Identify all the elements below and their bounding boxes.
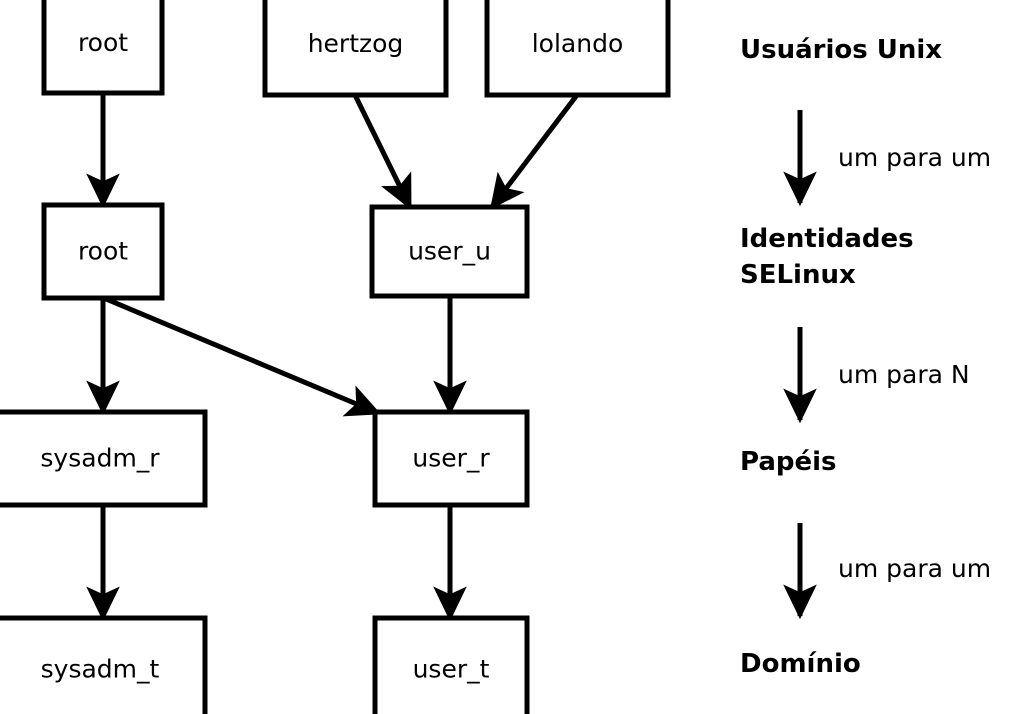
- edge-arrow: [105, 296, 382, 417]
- node-label: hertzog: [308, 29, 404, 58]
- edges-layer: [86, 93, 579, 622]
- legend-relation-rel-one-to-one-bottom: um para um: [783, 523, 991, 620]
- legend-level-label: Domínio: [740, 649, 861, 679]
- legend-relation-rel-one-to-n: um para N: [783, 327, 970, 424]
- node-box: [262, 0, 449, 98]
- node-unix_root[interactable]: root: [41, 0, 165, 96]
- node-label: lolando: [532, 29, 624, 58]
- node-box: [372, 615, 530, 714]
- node-label: sysadm_r: [40, 444, 160, 473]
- legend-level-label: SELinux: [740, 260, 856, 290]
- node-box: [41, 202, 165, 301]
- node-user_t[interactable]: user_t: [372, 615, 530, 714]
- legend-level-label: Usuários Unix: [740, 35, 942, 65]
- node-box: [484, 0, 671, 98]
- edge-arrow: [490, 93, 579, 210]
- node-box: [372, 409, 530, 508]
- legend-level-level-unix-users: Usuários Unix: [740, 35, 942, 65]
- node-user_u[interactable]: user_u: [369, 204, 530, 299]
- edge-arrow: [352, 93, 413, 210]
- node-box: [0, 615, 208, 714]
- legend-relation-rel-one-to-one-top: um para um: [783, 110, 991, 207]
- node-label: user_r: [412, 444, 490, 473]
- node-hertzog[interactable]: hertzog: [262, 0, 449, 98]
- legend-relation-label: um para um: [838, 143, 991, 172]
- node-box: [0, 409, 208, 508]
- node-label: root: [78, 28, 128, 57]
- legend-layer: um para um um para N um para um Usuários Un…: [740, 35, 991, 679]
- node-label: root: [78, 237, 128, 266]
- node-sysadm_t[interactable]: sysadm_t: [0, 615, 208, 714]
- legend-level-level-roles: Papéis: [740, 447, 837, 477]
- legend-level-label: Papéis: [740, 447, 837, 477]
- node-label: user_t: [413, 655, 490, 684]
- node-label: user_u: [408, 237, 491, 266]
- node-sel_root[interactable]: root: [41, 202, 165, 301]
- node-box: [369, 204, 530, 299]
- legend-relation-label: um para N: [838, 360, 970, 389]
- node-label: sysadm_t: [41, 655, 160, 684]
- legend-relation-label: um para um: [838, 554, 991, 583]
- edge-sel_root-to-user_r: [105, 296, 382, 417]
- edge-lolando-to-user_u: [490, 93, 579, 210]
- node-lolando[interactable]: lolando: [484, 0, 671, 98]
- node-sysadm_r[interactable]: sysadm_r: [0, 409, 208, 508]
- node-box: [41, 0, 165, 96]
- legend-level-label: Identidades: [740, 224, 914, 254]
- edge-hertzog-to-user_u: [352, 93, 413, 210]
- legend-level-level-domain: Domínio: [740, 649, 861, 679]
- node-user_r[interactable]: user_r: [372, 409, 530, 508]
